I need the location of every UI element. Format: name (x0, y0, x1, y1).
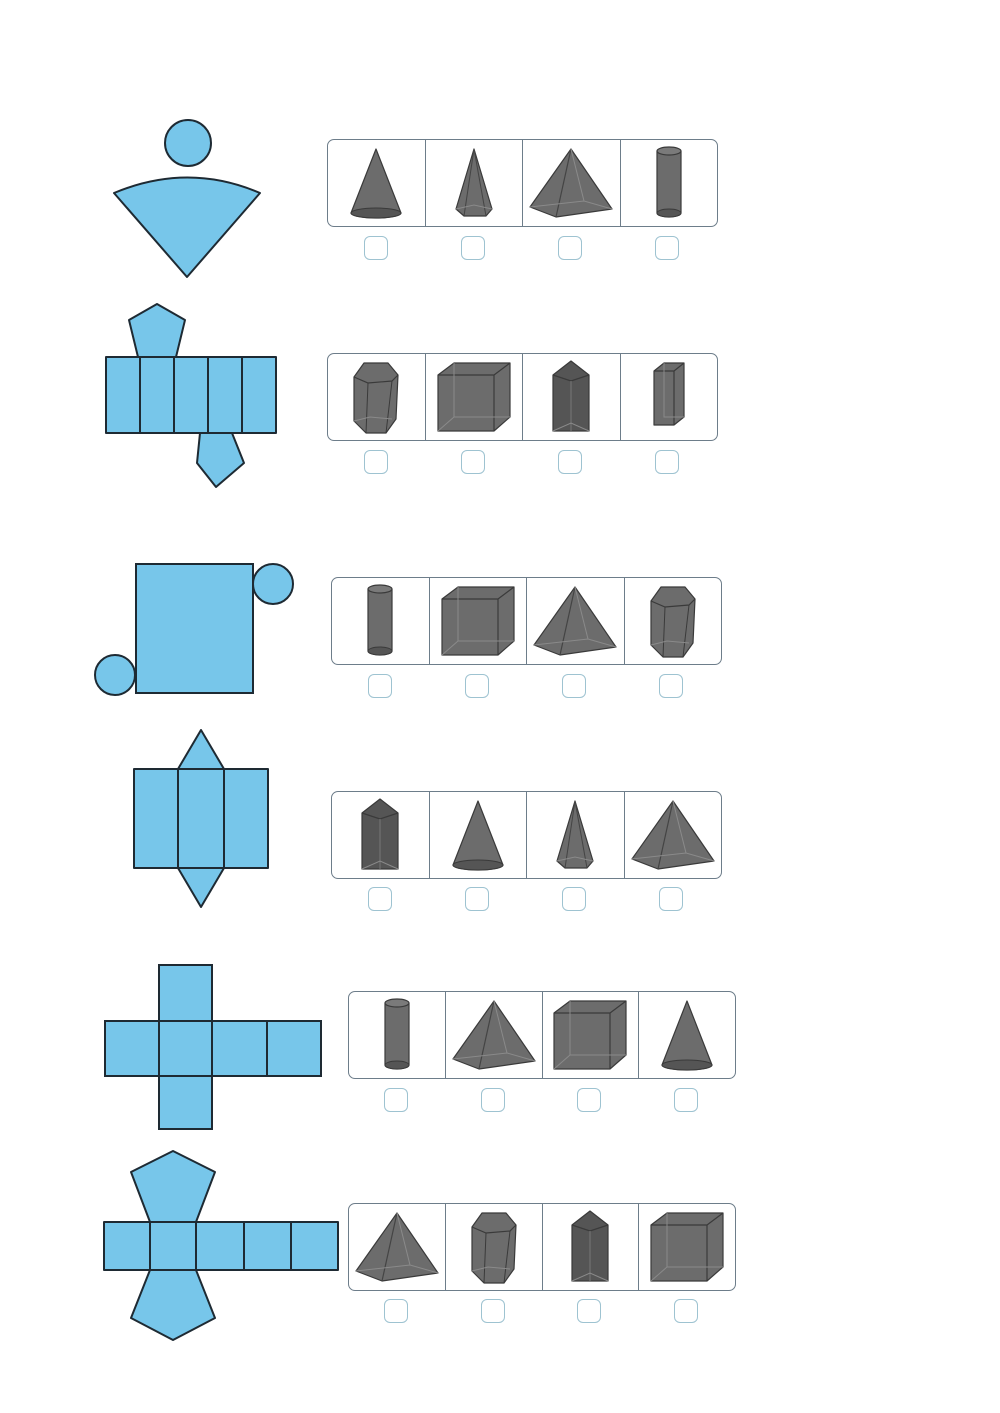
option-cell (523, 140, 621, 226)
pentagonal-prism-net (105, 303, 277, 488)
answer-checkbox[interactable] (363, 450, 388, 474)
option-cell (639, 992, 735, 1078)
answer-checkbox[interactable] (558, 450, 583, 474)
cone-icon (341, 145, 411, 221)
option-cell (328, 140, 426, 226)
answer-checkbox[interactable] (363, 236, 388, 260)
square-pyramid-icon (530, 583, 620, 659)
option-cell (527, 578, 625, 664)
cube-icon (434, 359, 514, 435)
cylinder-icon (372, 995, 422, 1075)
option-cell (332, 792, 430, 878)
pentagonal-pyramid-icon (545, 797, 605, 873)
option-cell (523, 354, 621, 440)
pentagonal-pyramid-icon (444, 145, 504, 221)
square-pyramid-icon (628, 797, 718, 873)
option-cell (543, 1204, 640, 1290)
option-cell (543, 992, 640, 1078)
cone-icon (443, 797, 513, 873)
option-cell (446, 1204, 543, 1290)
answer-checkbox[interactable] (655, 236, 680, 260)
option-cell (332, 578, 430, 664)
answer-checkbox[interactable] (367, 674, 392, 698)
answer-checkbox[interactable] (577, 1088, 602, 1112)
answer-checkbox[interactable] (659, 887, 684, 911)
option-cell (430, 578, 527, 664)
cone-icon (652, 997, 722, 1073)
answer-checkbox[interactable] (655, 450, 680, 474)
answer-checkbox[interactable] (460, 450, 485, 474)
answer-checkbox[interactable] (562, 887, 587, 911)
cone-net (113, 119, 261, 278)
answer-checkbox[interactable] (558, 236, 583, 260)
square-pyramid-icon (526, 145, 616, 221)
cylinder-net (94, 563, 294, 696)
cube-icon (550, 997, 630, 1073)
cube-icon (647, 1209, 727, 1285)
cube-icon (438, 583, 518, 659)
answer-options-row (327, 139, 718, 227)
option-cell (527, 792, 625, 878)
rectangular-prism-icon (644, 359, 694, 435)
pentagonal-prism-icon (346, 357, 406, 437)
option-cell (328, 354, 426, 440)
answer-checkbox[interactable] (480, 1088, 505, 1112)
answer-checkbox[interactable] (367, 887, 392, 911)
triangular-prism-icon (355, 795, 405, 875)
option-cell (625, 578, 722, 664)
answer-options-row (348, 991, 736, 1079)
option-cell (426, 354, 523, 440)
answer-options-row (348, 1203, 736, 1291)
option-cell (349, 992, 446, 1078)
cylinder-icon (355, 581, 405, 661)
triangular-prism-net (133, 729, 269, 908)
answer-options-row (331, 791, 722, 879)
option-cell (446, 992, 543, 1078)
option-cell (621, 140, 718, 226)
answer-checkbox[interactable] (673, 1088, 698, 1112)
triangular-prism-icon (565, 1207, 615, 1287)
answer-checkbox[interactable] (384, 1088, 409, 1112)
option-cell (349, 1204, 446, 1290)
square-pyramid-icon (449, 997, 539, 1073)
pentagonal-prism-icon (464, 1207, 524, 1287)
answer-checkbox[interactable] (480, 1299, 505, 1323)
triangular-prism-icon (546, 357, 596, 437)
option-cell (430, 792, 527, 878)
square-pyramid-icon (352, 1209, 442, 1285)
cylinder-icon (644, 143, 694, 223)
answer-checkbox[interactable] (464, 674, 489, 698)
option-cell (621, 354, 718, 440)
pentagonal-prism-icon (643, 581, 703, 661)
cube-net (104, 964, 322, 1130)
option-cell (639, 1204, 735, 1290)
pentagonal-prism-net (103, 1150, 339, 1341)
answer-checkbox[interactable] (384, 1299, 409, 1323)
answer-checkbox[interactable] (673, 1299, 698, 1323)
option-cell (625, 792, 722, 878)
answer-options-row (327, 353, 718, 441)
answer-checkbox[interactable] (659, 674, 684, 698)
answer-checkbox[interactable] (460, 236, 485, 260)
option-cell (426, 140, 523, 226)
answer-checkbox[interactable] (562, 674, 587, 698)
answer-options-row (331, 577, 722, 665)
answer-checkbox[interactable] (464, 887, 489, 911)
answer-checkbox[interactable] (577, 1299, 602, 1323)
